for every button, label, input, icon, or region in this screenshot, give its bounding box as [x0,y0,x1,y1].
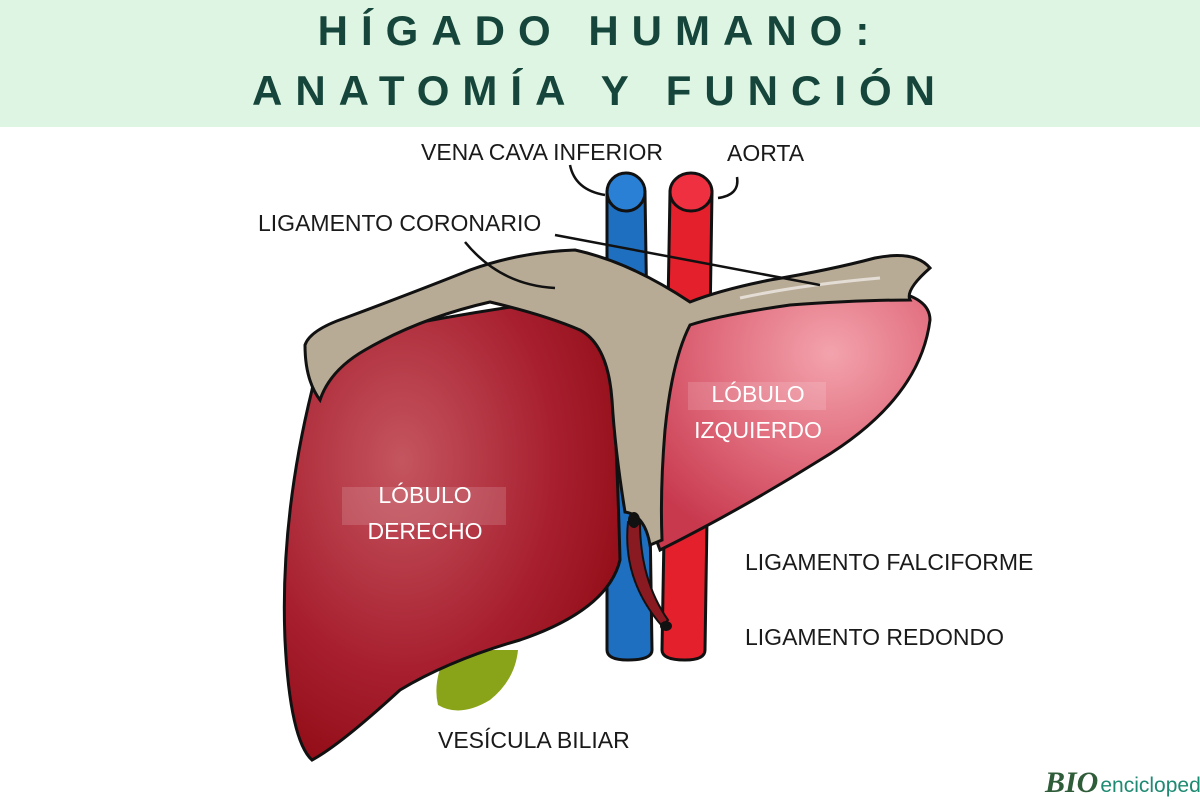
logo-text: enciclopedia [1100,774,1200,797]
page-title-line1: HÍGADO HUMANO: [317,7,883,54]
label-ligamento-coronario: LIGAMENTO CORONARIO [258,210,542,236]
label-vesicula-biliar: VESÍCULA BILIAR [438,727,630,753]
round-ligament-top [628,512,640,528]
vena-cava-leader [568,164,606,197]
liver-diagram [282,164,933,762]
lobulo-derecho-highlight [342,487,506,525]
coronario-leader-2 [554,233,821,287]
ligament-shape [303,248,933,548]
label-aorta: AORTA [727,140,805,166]
lobulo-izquierdo-line2: IZQUIERDO [694,417,822,443]
lobulo-izquierdo-line1: LÓBULO [711,381,805,407]
label-ligamento-redondo: LIGAMENTO REDONDO [745,624,1004,650]
vena-cava-top [605,171,647,213]
gallbladder-shape [436,650,518,711]
label-ligamento-falciforme: LIGAMENTO FALCIFORME [745,549,1034,575]
round-ligament-end [660,621,672,631]
label-lobulo-izquierdo: LÓBULO IZQUIERDO [688,376,828,448]
page-title-line2: ANATOMÍA Y FUNCIÓN [251,67,949,114]
coronario-leader-1 [464,241,556,290]
bioenciclopedia-logo: BIO enciclopedia [1045,766,1200,800]
label-vena-cava: VENA CAVA INFERIOR [421,139,663,165]
header-band [0,0,1200,127]
aorta-top [668,171,714,213]
label-lobulo-derecho: LÓBULO DERECHO [340,477,510,549]
right-lobe-shape [282,298,622,762]
round-ligament-shape [626,521,670,628]
logo-mark: BIO [1045,766,1099,799]
ligament-highlight [739,276,881,300]
lobulo-izquierdo-highlight [688,382,826,410]
lobulo-derecho-line2: DERECHO [367,518,483,544]
aorta-leader [717,176,739,200]
lobulo-derecho-line1: LÓBULO [378,482,472,508]
